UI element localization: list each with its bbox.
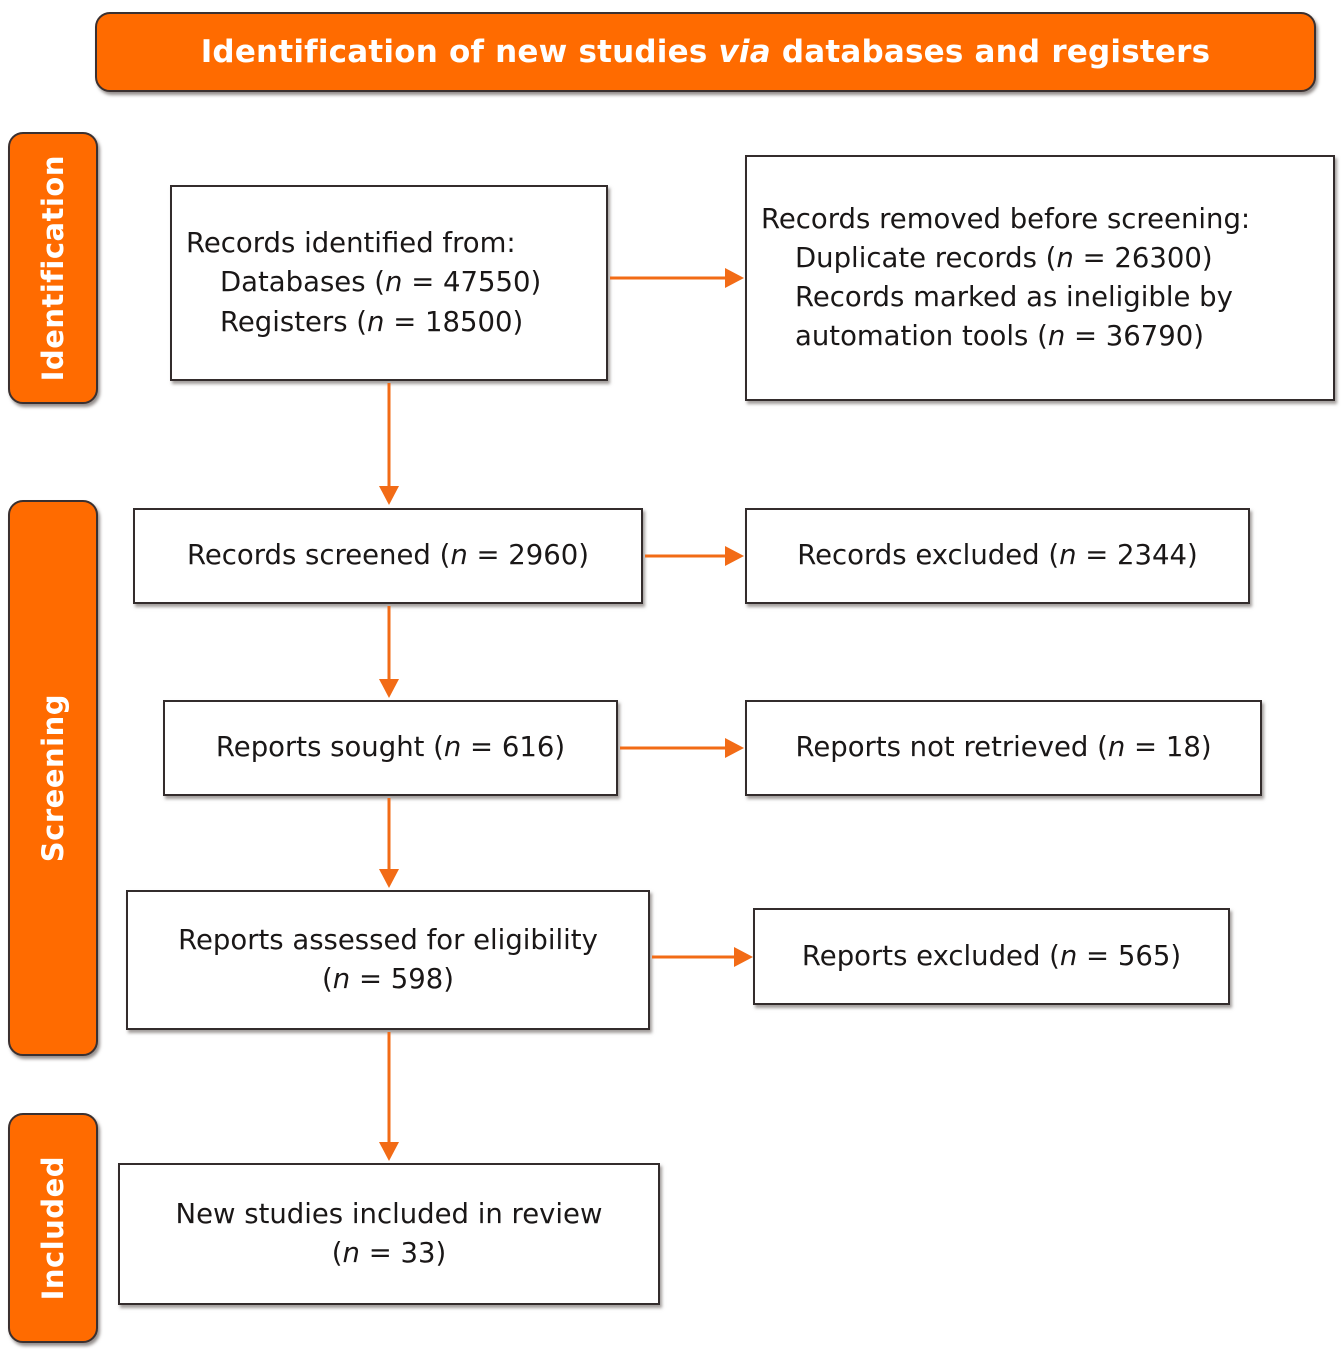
reports-assessed-line1: Reports assessed for eligibility	[178, 923, 598, 956]
new-studies-line1: New studies included in review	[175, 1197, 603, 1230]
arrow-screened-to-excluded	[645, 546, 744, 566]
box-reports-excluded-text: Reports excluded (n = 565)	[801, 939, 1182, 972]
records-removed-ineligible-line-b: automation tools (n = 36790)	[795, 320, 1205, 353]
box-records-identified-text: Records identified from: Databases (n = …	[186, 224, 592, 341]
box-records-screened: Records screened (n = 2960)	[133, 508, 643, 604]
arrow-head	[379, 1142, 399, 1161]
arrow-shaft	[620, 746, 728, 750]
box-records-excluded: Records excluded (n = 2344)	[745, 508, 1250, 604]
box-reports-excluded: Reports excluded (n = 565)	[753, 908, 1230, 1005]
stage-sidebar-included: Included	[8, 1113, 98, 1343]
records-removed-line1: Records removed before screening:	[761, 202, 1251, 235]
arrow-head	[725, 546, 744, 566]
box-records-removed-text: Records removed before screening: Duplic…	[761, 200, 1319, 356]
arrow-shaft	[387, 798, 391, 871]
stage-sidebar-screening: Screening	[8, 500, 98, 1056]
banner-title: Identification of new studies via databa…	[200, 33, 1211, 70]
box-records-identified-from: Records identified from: Databases (n = …	[170, 185, 608, 381]
records-identified-databases: Databases (n = 47550)	[220, 266, 542, 299]
stage-sidebar-identification: Identification	[8, 132, 98, 404]
arrow-sought-to-assessed	[379, 798, 399, 888]
banner-identification-via-databases: Identification of new studies via databa…	[95, 12, 1316, 92]
box-records-screened-text: Records screened (n = 2960)	[186, 539, 590, 572]
reports-assessed-line2: (n = 598)	[322, 963, 454, 995]
arrow-assessed-to-reports-excluded	[652, 947, 753, 967]
arrow-sought-to-not-retrieved	[620, 738, 744, 758]
arrow-identified-to-screened	[379, 383, 399, 505]
arrow-assessed-to-included	[379, 1032, 399, 1161]
box-new-studies-included-in-review: New studies included in review (n = 33)	[118, 1163, 660, 1305]
box-reports-sought: Reports sought (n = 616)	[163, 700, 618, 796]
arrow-head	[379, 869, 399, 888]
box-records-removed-before-screening: Records removed before screening: Duplic…	[745, 155, 1335, 401]
box-new-studies-included-text: New studies included in review (n = 33)	[134, 1195, 644, 1273]
arrow-shaft	[387, 383, 391, 488]
stage-label-screening: Screening	[36, 693, 70, 863]
arrow-shaft	[610, 276, 728, 280]
stage-label-included: Included	[36, 1155, 70, 1301]
arrow-shaft	[652, 955, 737, 959]
banner-title-italic-via: via	[718, 33, 771, 70]
records-removed-duplicates: Duplicate records (n = 26300)	[795, 241, 1213, 274]
arrow-shaft	[387, 1032, 391, 1144]
records-identified-registers: Registers (n = 18500)	[220, 305, 524, 338]
records-removed-ineligible-line-a: Records marked as ineligible by	[795, 281, 1233, 313]
box-reports-not-retrieved: Reports not retrieved (n = 18)	[745, 700, 1262, 796]
arrow-head	[734, 947, 753, 967]
arrow-head	[725, 268, 744, 288]
box-records-excluded-text: Records excluded (n = 2344)	[797, 539, 1198, 572]
box-reports-assessed-for-eligibility: Reports assessed for eligibility (n = 59…	[126, 890, 650, 1030]
arrow-screened-to-sought	[379, 606, 399, 698]
box-reports-sought-text: Reports sought (n = 616)	[215, 731, 566, 764]
arrow-head	[379, 679, 399, 698]
box-reports-not-retrieved-text: Reports not retrieved (n = 18)	[795, 731, 1212, 764]
arrow-shaft	[645, 554, 728, 558]
records-identified-line1: Records identified from:	[186, 227, 516, 260]
arrow-shaft	[387, 606, 391, 681]
arrow-identified-to-removed	[610, 268, 744, 288]
stage-label-identification: Identification	[36, 154, 70, 382]
new-studies-line2: (n = 33)	[331, 1237, 447, 1269]
arrow-head	[725, 738, 744, 758]
arrow-head	[379, 486, 399, 505]
box-reports-assessed-text: Reports assessed for eligibility (n = 59…	[142, 921, 634, 999]
